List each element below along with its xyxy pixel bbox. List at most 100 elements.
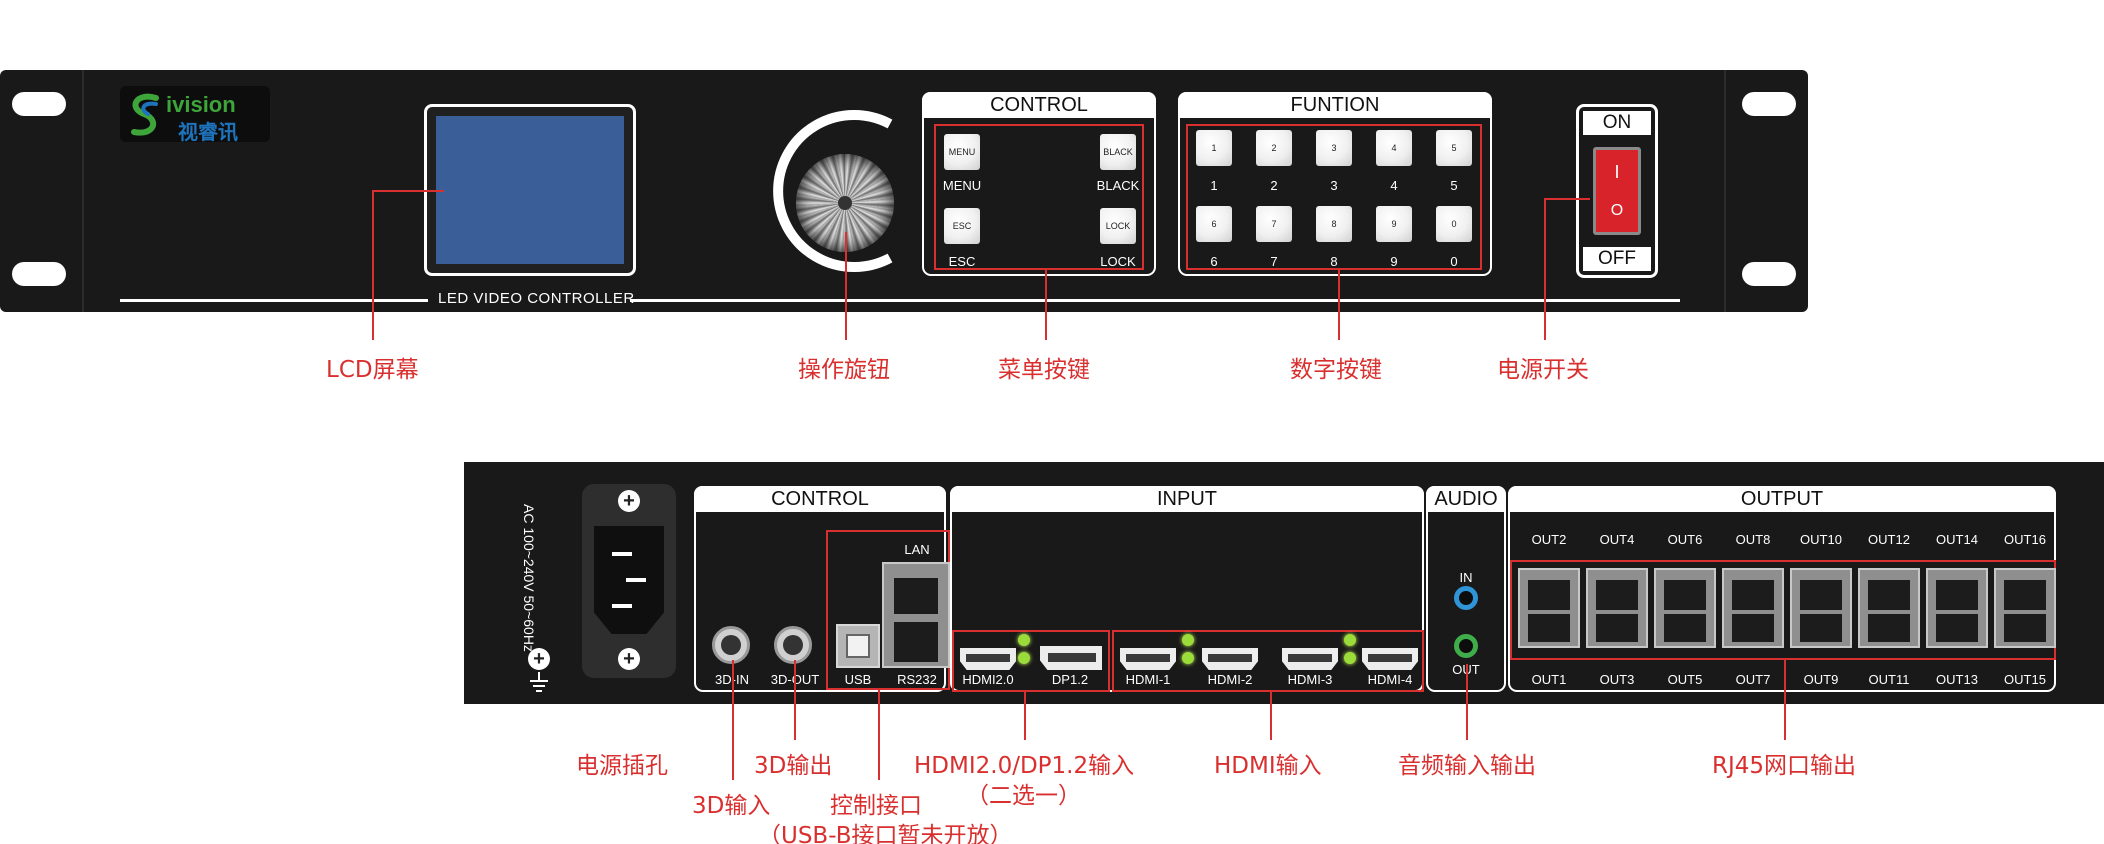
audio-out-jack[interactable] <box>1454 634 1478 658</box>
out-bottom-label: OUT9 <box>1803 672 1839 687</box>
number-keys-callout-line <box>1338 270 1340 340</box>
number-key-label: 2 <box>1270 178 1278 193</box>
rs232-lan-port[interactable] <box>882 562 950 668</box>
rj45-output-port[interactable] <box>1518 568 1580 648</box>
number-key-9[interactable]: 9 <box>1376 206 1412 242</box>
model-label: LED VIDEO CONTROLLER <box>438 290 635 307</box>
number-key-label: 5 <box>1450 178 1458 193</box>
function-title: FUNTION <box>1178 92 1492 118</box>
menu-key[interactable]: MENU <box>944 134 980 170</box>
out-top-label: OUT12 <box>1868 532 1910 547</box>
number-key-1[interactable]: 1 <box>1196 130 1232 166</box>
rj45-hole <box>1936 580 1978 610</box>
knob-ring <box>773 110 893 272</box>
input-title: INPUT <box>950 486 1424 512</box>
number-key-label: 4 <box>1390 178 1398 193</box>
lcd-callout: LCD屏幕 <box>326 357 419 383</box>
number-key-2[interactable]: 2 <box>1256 130 1292 166</box>
number-key-5[interactable]: 5 <box>1436 130 1472 166</box>
audio-in-jack[interactable] <box>1454 586 1478 610</box>
number-key-6[interactable]: 6 <box>1196 206 1232 242</box>
lcd-callout-line <box>372 190 444 192</box>
rj45-hole <box>1868 614 1910 642</box>
hdmi-3-port[interactable] <box>1282 648 1338 670</box>
esc-key-label: ESC <box>948 254 976 269</box>
audio-io-callout: 音频输入输出 <box>1398 753 1536 779</box>
power-rocker-switch[interactable]: I O <box>1593 147 1641 235</box>
brand-logo: ivision 视睿讯 <box>120 86 270 144</box>
esc-key[interactable]: ESC <box>944 208 980 244</box>
hdmi20-label: HDMI2.0 <box>962 672 1014 687</box>
dp12-port-slot <box>1048 653 1096 662</box>
hdmi-4-port[interactable] <box>1362 648 1418 670</box>
3d-in-label: 3D-IN <box>702 672 762 687</box>
rj45-hole <box>1664 580 1706 610</box>
usb-b-port[interactable] <box>836 624 880 668</box>
hdmi-1-port[interactable] <box>1120 648 1176 670</box>
number-key-0[interactable]: 0 <box>1436 206 1472 242</box>
hdmi-3-label: HDMI-3 <box>1287 672 1333 687</box>
usb-label: USB <box>844 672 872 687</box>
audio-in-label: IN <box>1459 570 1473 585</box>
rs232-label: RS232 <box>897 672 937 687</box>
control-port-note: （USB-B接口暂未开放） <box>758 823 1013 844</box>
output-title: OUTPUT <box>1508 486 2056 512</box>
black-key[interactable]: BLACK <box>1100 134 1136 170</box>
menu-keys-callout: 菜单按键 <box>998 357 1090 383</box>
number-key-label: 6 <box>1210 254 1218 269</box>
power-socket-callout: 电源插孔 <box>576 753 668 779</box>
rj45-output-port[interactable] <box>1858 568 1920 648</box>
hdmi20-port[interactable] <box>960 648 1016 670</box>
usb-b-port-hole <box>846 634 870 658</box>
rj45-output-port[interactable] <box>1926 568 1988 648</box>
ground-symbol-icon <box>530 672 548 692</box>
rj45-output-port[interactable] <box>1994 568 2056 648</box>
dp12-label: DP1.2 <box>1051 672 1089 687</box>
hdmi-input-callout: HDMI输入 <box>1214 753 1322 779</box>
number-key-8[interactable]: 8 <box>1316 206 1352 242</box>
hdmi-input-highlight <box>1112 630 1424 692</box>
number-key-4[interactable]: 4 <box>1376 130 1412 166</box>
rj45-hole <box>1800 614 1842 642</box>
dp12-port[interactable] <box>1040 646 1102 670</box>
screw-icon: + <box>618 490 640 512</box>
power-socket[interactable]: + + <box>582 484 676 678</box>
menu-keys-callout-line <box>1045 270 1047 340</box>
status-led-icon <box>1182 634 1194 646</box>
rj45-hole <box>2004 580 2046 610</box>
number-keys-highlight <box>1186 124 1482 270</box>
rj45-hole <box>1868 580 1910 610</box>
number-key-label: 7 <box>1270 254 1278 269</box>
rack-ear-slot <box>12 92 66 116</box>
out-bottom-label: OUT1 <box>1531 672 1567 687</box>
switch-on-mark: I <box>1614 162 1620 182</box>
rj45-hole <box>1936 614 1978 642</box>
hdmi-2-port[interactable] <box>1202 648 1258 670</box>
number-key-7[interactable]: 7 <box>1256 206 1292 242</box>
lock-key[interactable]: LOCK <box>1100 208 1136 244</box>
out-bottom-label: OUT11 <box>1868 672 1910 687</box>
3d-output-callout: 3D输出 <box>754 753 833 779</box>
number-key-3[interactable]: 3 <box>1316 130 1352 166</box>
rj45-output-port[interactable] <box>1586 568 1648 648</box>
model-rule-right <box>630 299 1680 302</box>
power-switch-callout-line <box>1544 198 1590 200</box>
rj45-output-port[interactable] <box>1790 568 1852 648</box>
3d-in-port[interactable] <box>712 626 750 664</box>
number-key-label: 9 <box>1390 254 1398 269</box>
rj45-output-port[interactable] <box>1722 568 1784 648</box>
status-led-icon <box>1344 634 1356 646</box>
3d-in-callout-line <box>732 660 734 780</box>
number-key-label: 0 <box>1450 254 1458 269</box>
operation-knob[interactable] <box>796 154 894 252</box>
rj45-output-port[interactable] <box>1654 568 1716 648</box>
model-rule-left <box>120 299 428 302</box>
3d-out-port[interactable] <box>774 626 812 664</box>
rj45-hole <box>1596 614 1638 642</box>
rj45-hole <box>1732 614 1774 642</box>
brand-name: ivision <box>166 92 236 117</box>
3d-out-callout-line <box>794 660 796 740</box>
rack-ear-slot <box>1742 262 1796 286</box>
socket-pin <box>612 604 632 608</box>
front-panel: ivision 视睿讯 LED VIDEO CONTROLLER CONTROL… <box>0 70 1808 312</box>
